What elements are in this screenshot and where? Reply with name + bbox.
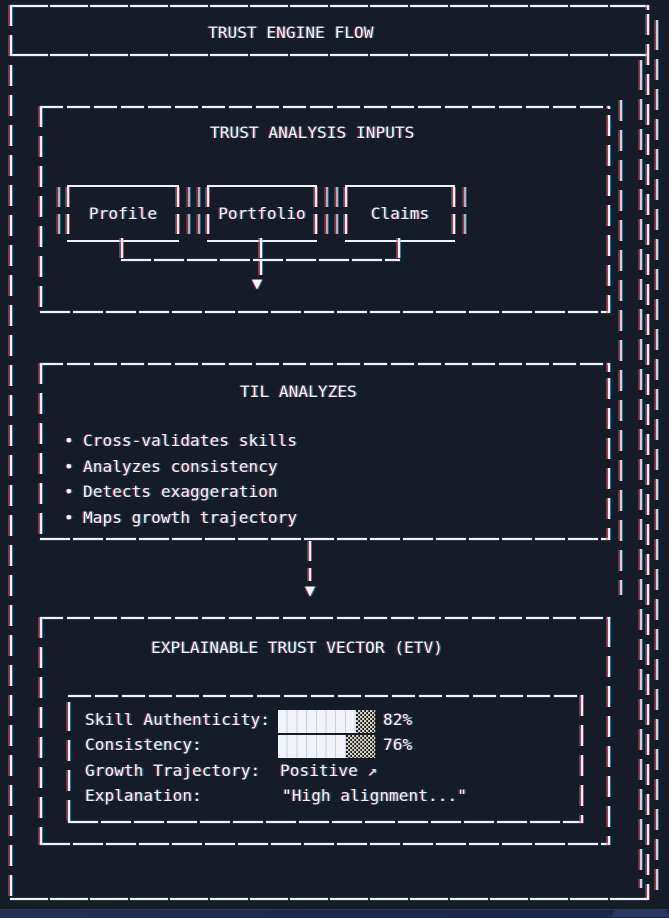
skill-authenticity-progressbar [278,710,375,733]
bullet-text: Detects exaggeration [83,482,278,501]
consistency-progressbar [278,735,375,758]
analyzes-bullet-item: • Analyzes consistency [64,456,278,477]
connector-profile-stub [121,238,123,260]
inputs-down-arrow-icon: ▼ [251,274,263,294]
inputs-box-bottom-border [40,311,610,313]
analyzes-box-right-border [608,363,610,540]
node-claims-left-border [345,187,347,236]
node-claims-right-border [453,187,455,236]
analyzes-box-top-border [40,363,610,365]
node-profile-right-echo [188,187,190,236]
analyzes-box-left-border [40,363,42,540]
etv-inner-box-left-border [68,695,70,823]
inputs-box-right-border [608,106,610,313]
etv-box-top-border [40,617,610,619]
node-claims-right-echo [464,187,466,236]
metric-label-explanation: Explanation: [85,786,202,805]
etv-section-title: EXPLAINABLE TRUST VECTOR (ETV) [151,638,443,657]
metric-value-skill-authenticity: 82% [383,710,413,729]
metric-label-skill-authenticity: Skill Authenticity: [85,710,270,729]
etv-inner-box-top-border [68,695,583,697]
glitch-echo-line-inner [620,100,622,595]
metric-label-growth-trajectory: Growth Trajectory: [85,761,261,780]
connector-center-drop [260,261,262,275]
etv-box-bottom-border [40,843,610,845]
node-portfolio-right-echo [326,187,328,236]
outer-frame-bottom-border [10,898,650,900]
bullet-text: Maps growth trajectory [83,508,298,527]
glitch-echo-line-outer [656,14,658,893]
bullet-icon: • [64,508,74,527]
inputs-section-title: TRUST ANALYSIS INPUTS [210,123,415,142]
connector-merge-line [121,259,400,261]
outer-frame-right-border [647,5,649,900]
node-portfolio-left-echo [198,187,200,236]
page-title: TRUST ENGINE FLOW [208,23,374,42]
node-claims: Claims [345,185,455,242]
flow-connector-line [309,541,311,581]
inputs-box-top-border [40,106,610,108]
node-portfolio-right-border [315,187,317,236]
connector-portfolio-stub [260,238,262,260]
etv-inner-box-bottom-border [68,821,583,823]
progressbar-fill [278,710,356,733]
node-portfolio-label: Portfolio [218,204,306,223]
node-claims-left-echo [336,187,338,236]
metric-value-consistency: 76% [383,735,413,754]
connector-claims-stub [398,238,400,260]
analyzes-box-bottom-border [40,538,610,540]
node-profile-right-border [177,187,179,236]
node-profile-label: Profile [88,204,158,223]
header-divider [10,54,650,56]
glitch-echo-line-mid [640,60,642,888]
node-profile: Profile [67,185,179,242]
inputs-box-left-border [40,106,42,313]
node-profile-left-echo [58,187,60,236]
metric-value-growth-trajectory: Positive ↗ [280,761,378,780]
bullet-icon: • [64,457,74,476]
progressbar-remainder [355,710,375,733]
taskbar-button[interactable] [612,909,669,917]
node-portfolio-left-border [207,187,209,236]
analyzes-bullet-item: • Maps growth trajectory [64,507,297,528]
etv-inner-box-right-border [581,695,583,823]
bullet-icon: • [64,431,74,450]
taskbar-strip [0,909,669,918]
node-portfolio: Portfolio [207,185,317,242]
metric-label-consistency: Consistency: [85,735,202,754]
flow-down-arrow-icon: ▼ [304,581,316,601]
outer-frame-top-border [10,5,650,7]
analyzes-bullet-item: • Detects exaggeration [64,481,278,502]
etv-box-left-border [40,617,42,845]
analyzes-section-title: TIL ANALYZES [240,382,357,401]
bullet-text: Cross-validates skills [83,431,298,450]
analyzes-bullet-item: • Cross-validates skills [64,430,297,451]
node-profile-left-border [67,187,69,236]
bullet-text: Analyzes consistency [83,457,278,476]
progressbar-fill [278,735,346,758]
outer-frame-left-border [10,5,12,900]
node-claims-label: Claims [370,204,430,223]
metric-value-explanation: "High alignment..." [282,786,467,805]
progressbar-remainder [345,735,375,758]
etv-box-right-border [608,617,610,845]
bullet-icon: • [64,482,74,501]
